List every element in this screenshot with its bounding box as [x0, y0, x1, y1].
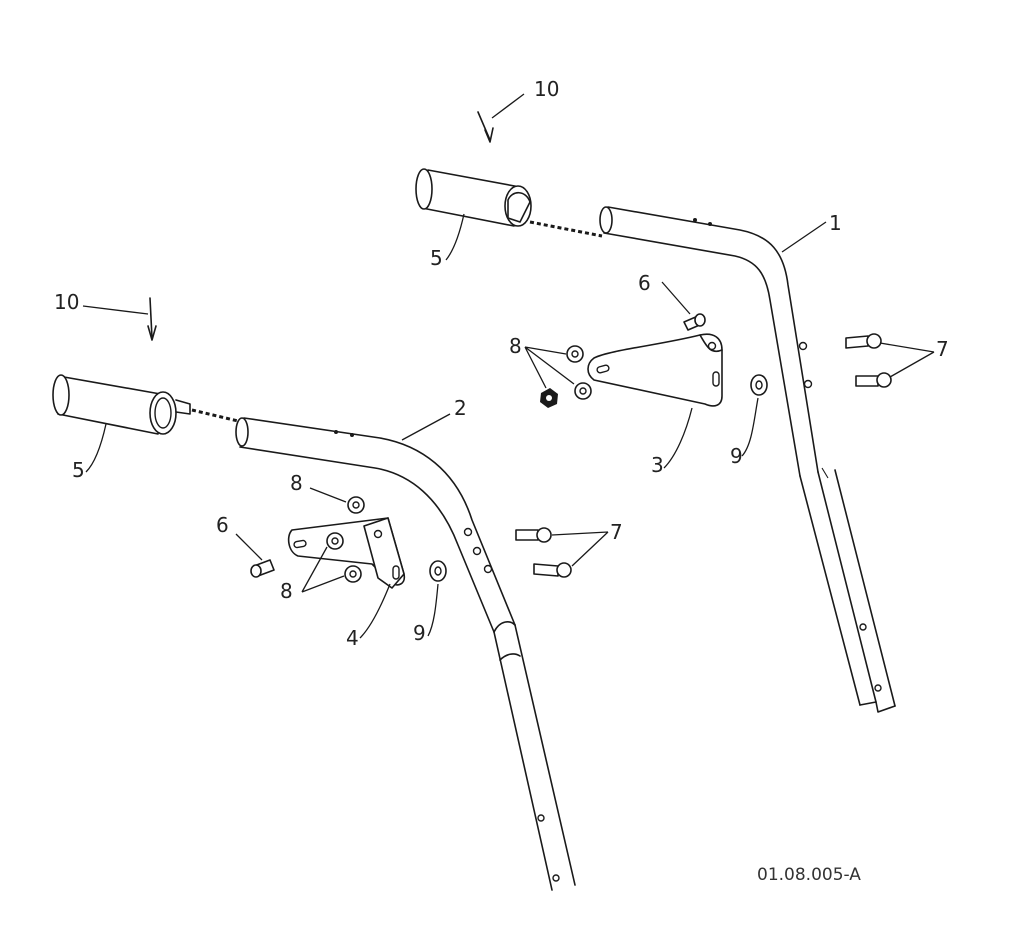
- pin-upper-right: [477, 93, 525, 143]
- callout-9-right: 9: [730, 444, 743, 468]
- bracket-right: [587, 333, 723, 407]
- pin-upper-left: [82, 297, 157, 341]
- leader-1: [781, 221, 827, 253]
- bolts-7-right: [845, 333, 935, 388]
- callout-7-left: 7: [610, 520, 623, 544]
- callout-1: 1: [829, 211, 842, 235]
- grip-upper-left: [52, 374, 239, 435]
- callout-5-upper: 5: [430, 246, 443, 270]
- leader-5-lower: [85, 423, 107, 473]
- washer-9-left: [427, 560, 447, 637]
- callout-10-lower: 10: [54, 290, 79, 314]
- callout-9-left: 9: [413, 621, 426, 645]
- leader-5-upper: [445, 213, 465, 261]
- callout-3: 3: [651, 453, 664, 477]
- nuts-8-right: [524, 345, 592, 408]
- callout-2: 2: [454, 396, 467, 420]
- callout-8-left-lower: 8: [280, 579, 293, 603]
- leader-3: [663, 407, 693, 469]
- washer-9-right: [741, 374, 768, 457]
- callout-7-right: 7: [936, 337, 949, 361]
- callout-4: 4: [346, 626, 359, 650]
- handle-upper-left: [235, 417, 576, 891]
- callout-8-right: 8: [509, 334, 522, 358]
- nuts-8-left: [301, 487, 365, 593]
- callout-5-lower: 5: [72, 458, 85, 482]
- leader-2: [401, 413, 451, 441]
- callout-6-left: 6: [216, 513, 229, 537]
- callout-10-upper: 10: [534, 77, 559, 101]
- grip-upper-right: [415, 168, 603, 238]
- bracket-left: [287, 517, 406, 589]
- bolt-6-left: [235, 533, 275, 578]
- bolt-6-right: [661, 281, 706, 331]
- handle-upper-right: [599, 206, 896, 713]
- drawing-code: 01.08.005-A: [757, 865, 861, 885]
- bolts-7-left: [515, 527, 609, 578]
- callout-6-right: 6: [638, 271, 651, 295]
- callout-8-left-upper: 8: [290, 471, 303, 495]
- leader-4: [359, 583, 391, 639]
